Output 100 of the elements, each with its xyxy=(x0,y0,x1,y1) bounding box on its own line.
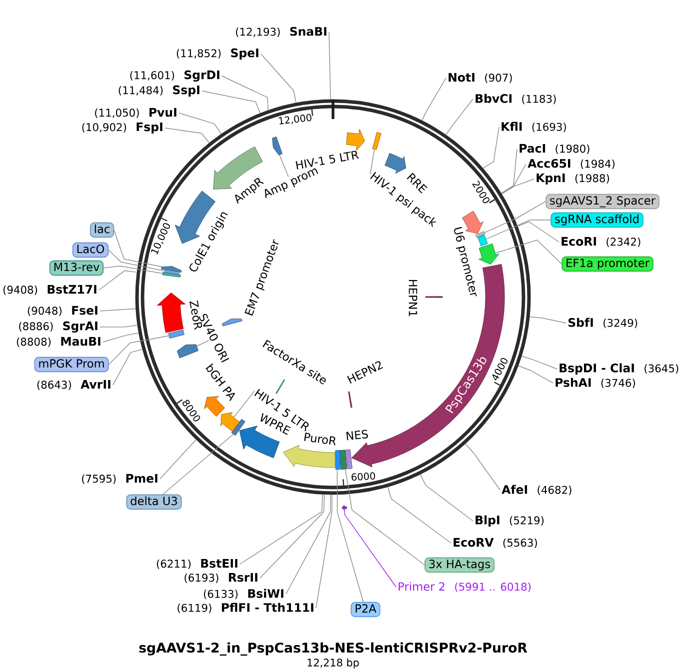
site-label: (10,902) FspI xyxy=(82,122,162,134)
feature-tag: lac xyxy=(90,222,114,238)
site-label: (8643) AvrII xyxy=(37,380,110,390)
leader-line xyxy=(260,494,325,578)
feature-label: HIV-1 5 LTR xyxy=(296,150,360,170)
site-label: (12,193) SnaBI xyxy=(236,26,326,38)
leader-line xyxy=(222,76,268,111)
feature-label: HEPN1 xyxy=(408,280,418,316)
scale-label: 4000 xyxy=(492,358,508,380)
scale-label: 12,000 xyxy=(278,114,312,124)
leader-line xyxy=(196,340,210,347)
leader-line xyxy=(316,494,332,608)
site-label: AfeI (4682) xyxy=(502,484,572,496)
leader-line xyxy=(233,390,255,418)
leader-line xyxy=(108,250,166,272)
scale-label: 6000 xyxy=(352,472,376,481)
feature-label: NES xyxy=(346,430,368,440)
leader-line xyxy=(486,220,552,240)
site-label: (11,601) SgrDI xyxy=(130,70,220,82)
site-label: Acc65I (1984) xyxy=(528,158,614,170)
leader-line xyxy=(501,148,518,194)
site-label: (9408) BstZ17I xyxy=(3,285,96,295)
leader-line xyxy=(494,240,562,264)
leader-line xyxy=(328,32,331,100)
leader-line xyxy=(178,112,222,134)
site-label: (6211) BstEII xyxy=(156,559,238,569)
site-label: EcoRI (2342) xyxy=(562,237,640,247)
feature-bar xyxy=(168,330,184,339)
leader-line xyxy=(160,439,196,480)
site-label: BbvCI (1183) xyxy=(476,94,556,104)
primer-label: Primer 2 (5991 .. 6018) xyxy=(398,582,531,592)
feature-segment xyxy=(478,243,500,265)
site-label: (11,050) PvuI xyxy=(95,108,176,118)
leader-line xyxy=(164,128,210,144)
leader-line xyxy=(370,148,375,175)
site-label: SbfI (3249) xyxy=(568,318,638,328)
leader-line xyxy=(518,366,554,384)
site-label: KpnI (1988) xyxy=(536,174,610,184)
feature-tag: delta U3 xyxy=(126,494,182,510)
leader-line xyxy=(240,494,323,564)
feature-bar xyxy=(340,450,347,470)
leader-line xyxy=(279,154,289,178)
leader-line xyxy=(387,486,452,544)
site-label: (6133) BsiWI xyxy=(204,588,284,600)
feature-tag: P2A xyxy=(350,602,380,618)
site-label: KflI (1693) xyxy=(502,122,566,132)
leader-line xyxy=(286,494,331,594)
feature-segment xyxy=(161,266,182,273)
feature-segment xyxy=(176,344,199,358)
leader-line xyxy=(100,324,138,328)
site-label: (11,484) SspI xyxy=(118,85,200,97)
feature-tag: sgRNA scaffold xyxy=(550,212,644,228)
leader-line xyxy=(202,90,260,114)
leader-line xyxy=(108,335,170,365)
site-label: BlpI (5219) xyxy=(476,515,544,527)
leader-line xyxy=(260,54,296,104)
leader-line xyxy=(344,468,425,566)
sequence-length: 12,218 bp xyxy=(308,658,359,669)
leader-line xyxy=(420,474,474,522)
leader-line xyxy=(521,356,558,370)
leader-line xyxy=(114,230,162,268)
feature-tag: 3x HA-tags xyxy=(424,557,494,573)
feature-bar xyxy=(372,132,382,150)
leader-line xyxy=(112,348,143,386)
leader-line xyxy=(446,98,474,136)
leader-line xyxy=(162,434,234,495)
site-label: PacI (1980) xyxy=(520,144,590,154)
feature-tag: sgAAVS1_2 Spacer xyxy=(546,194,660,210)
feature-bar xyxy=(475,231,486,238)
map-title: sgAAVS1-2_in_PspCas13b-NES-lentiCRISPRv2-PuroR xyxy=(139,642,528,656)
feature-label: PuroR xyxy=(304,432,336,446)
site-label: (8886) SgrAI xyxy=(19,321,98,333)
leader-line xyxy=(501,164,526,194)
site-label: PshAI (3746) xyxy=(556,378,635,388)
site-label: (6193) RsrII xyxy=(184,573,258,583)
primer-mark xyxy=(342,504,347,510)
leader-line xyxy=(482,126,500,169)
feature-tag: M13-rev xyxy=(49,260,104,276)
site-label: EcoRV (5563) xyxy=(454,538,537,548)
feature-bar xyxy=(335,450,341,470)
leader-line xyxy=(517,221,560,242)
feature-tag: EF1a promoter xyxy=(562,256,654,272)
leader-line xyxy=(98,270,138,290)
leader-line xyxy=(103,266,163,274)
site-label: BspDI - ClaI (3645) xyxy=(560,363,678,375)
leader-line xyxy=(501,178,534,194)
leader-line xyxy=(100,308,136,312)
site-label: (11,852) SpeI xyxy=(176,48,258,60)
leader-line xyxy=(344,508,396,588)
feature-bar xyxy=(162,272,181,278)
leader-line xyxy=(465,444,500,490)
leader-line xyxy=(102,332,139,342)
leader-line xyxy=(422,78,446,121)
feature-bar xyxy=(231,418,246,436)
feature-tag: LacO xyxy=(72,242,109,258)
leader-line xyxy=(529,316,566,324)
site-label: NotI (907) xyxy=(448,73,512,83)
feature-label: Amp prom xyxy=(264,168,318,198)
site-label: (9048) FseI xyxy=(28,306,98,316)
leader-line xyxy=(336,469,364,602)
